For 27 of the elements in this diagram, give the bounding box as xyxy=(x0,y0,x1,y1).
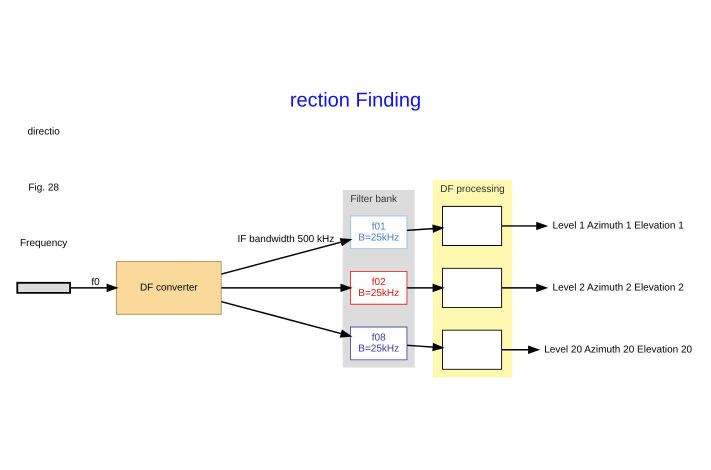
arrow xyxy=(70,283,119,292)
node-box: DF converter xyxy=(116,260,222,314)
arrow xyxy=(221,238,352,274)
node-box: f01 B=25kHz xyxy=(350,214,408,249)
label: Fig. 28 xyxy=(28,182,59,193)
node-bar xyxy=(16,281,71,294)
arrow xyxy=(502,283,548,292)
node-box: f02 B=25kHz xyxy=(350,270,408,304)
node-box: f08 B=25kHz xyxy=(350,326,408,360)
arrow xyxy=(221,300,352,338)
diagram-title: rection Finding xyxy=(290,88,422,111)
node-text: Level 20 Azimuth 20 Elevation 20 xyxy=(544,344,692,355)
edge-label: IF bandwidth 500 kHz xyxy=(237,234,334,245)
node-box xyxy=(442,267,502,308)
edge-label: f0 xyxy=(91,276,100,288)
label: Frequency xyxy=(20,237,68,248)
arrow xyxy=(407,283,445,292)
arrow xyxy=(407,224,445,232)
node-box xyxy=(442,205,502,246)
arrow xyxy=(502,221,548,230)
arrow xyxy=(502,345,540,354)
arrow xyxy=(407,342,445,351)
arrow xyxy=(221,283,352,292)
node-text: Level 2 Azimuth 2 Elevation 2 xyxy=(552,282,684,293)
node-text: Level 1 Azimuth 1 Elevation 1 xyxy=(552,220,684,231)
node-box xyxy=(442,329,502,370)
label: directio xyxy=(28,126,60,138)
